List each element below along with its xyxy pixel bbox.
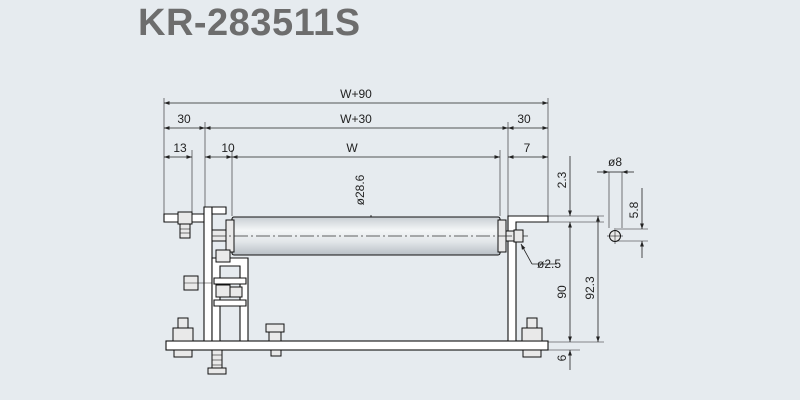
dim-height-90: 90	[555, 285, 569, 299]
dimension-labels: W+90 30 W+30 30 13 10 W 7 ø28.6 ø2.5 2.3…	[173, 87, 597, 361]
dim-w: W	[346, 141, 358, 155]
base-plate	[165, 340, 549, 351]
left-frame-wall	[203, 206, 213, 342]
base-bolt-left	[172, 317, 194, 358]
right-frame	[507, 215, 549, 342]
model-title: KR-283511S	[138, 2, 361, 44]
dim-middle: W+30	[340, 112, 372, 126]
dim-bolt-height: 5.8	[627, 201, 641, 218]
dim-right-7: 7	[524, 141, 531, 155]
dim-left-10: 10	[221, 141, 235, 155]
dim-base-6: 6	[555, 354, 569, 361]
dim-height-92-3: 92.3	[583, 276, 597, 300]
base-bolt-center	[265, 323, 285, 357]
dim-shaft-diameter: ø2.5	[537, 257, 561, 271]
dim-top-offset: 2.3	[555, 171, 569, 188]
dim-left-30: 30	[177, 112, 191, 126]
dim-bolt-diameter: ø8	[608, 155, 622, 169]
bolt-detail: ø8 5.8	[597, 155, 648, 258]
dim-right-30: 30	[517, 112, 531, 126]
conveyor-assembly	[163, 206, 549, 375]
dim-left-13: 13	[173, 141, 187, 155]
dim-overall: W+90	[340, 87, 372, 101]
dimension-lines	[163, 98, 604, 370]
base-bolt-right	[521, 317, 543, 358]
dim-roller-diameter: ø28.6	[353, 174, 367, 205]
